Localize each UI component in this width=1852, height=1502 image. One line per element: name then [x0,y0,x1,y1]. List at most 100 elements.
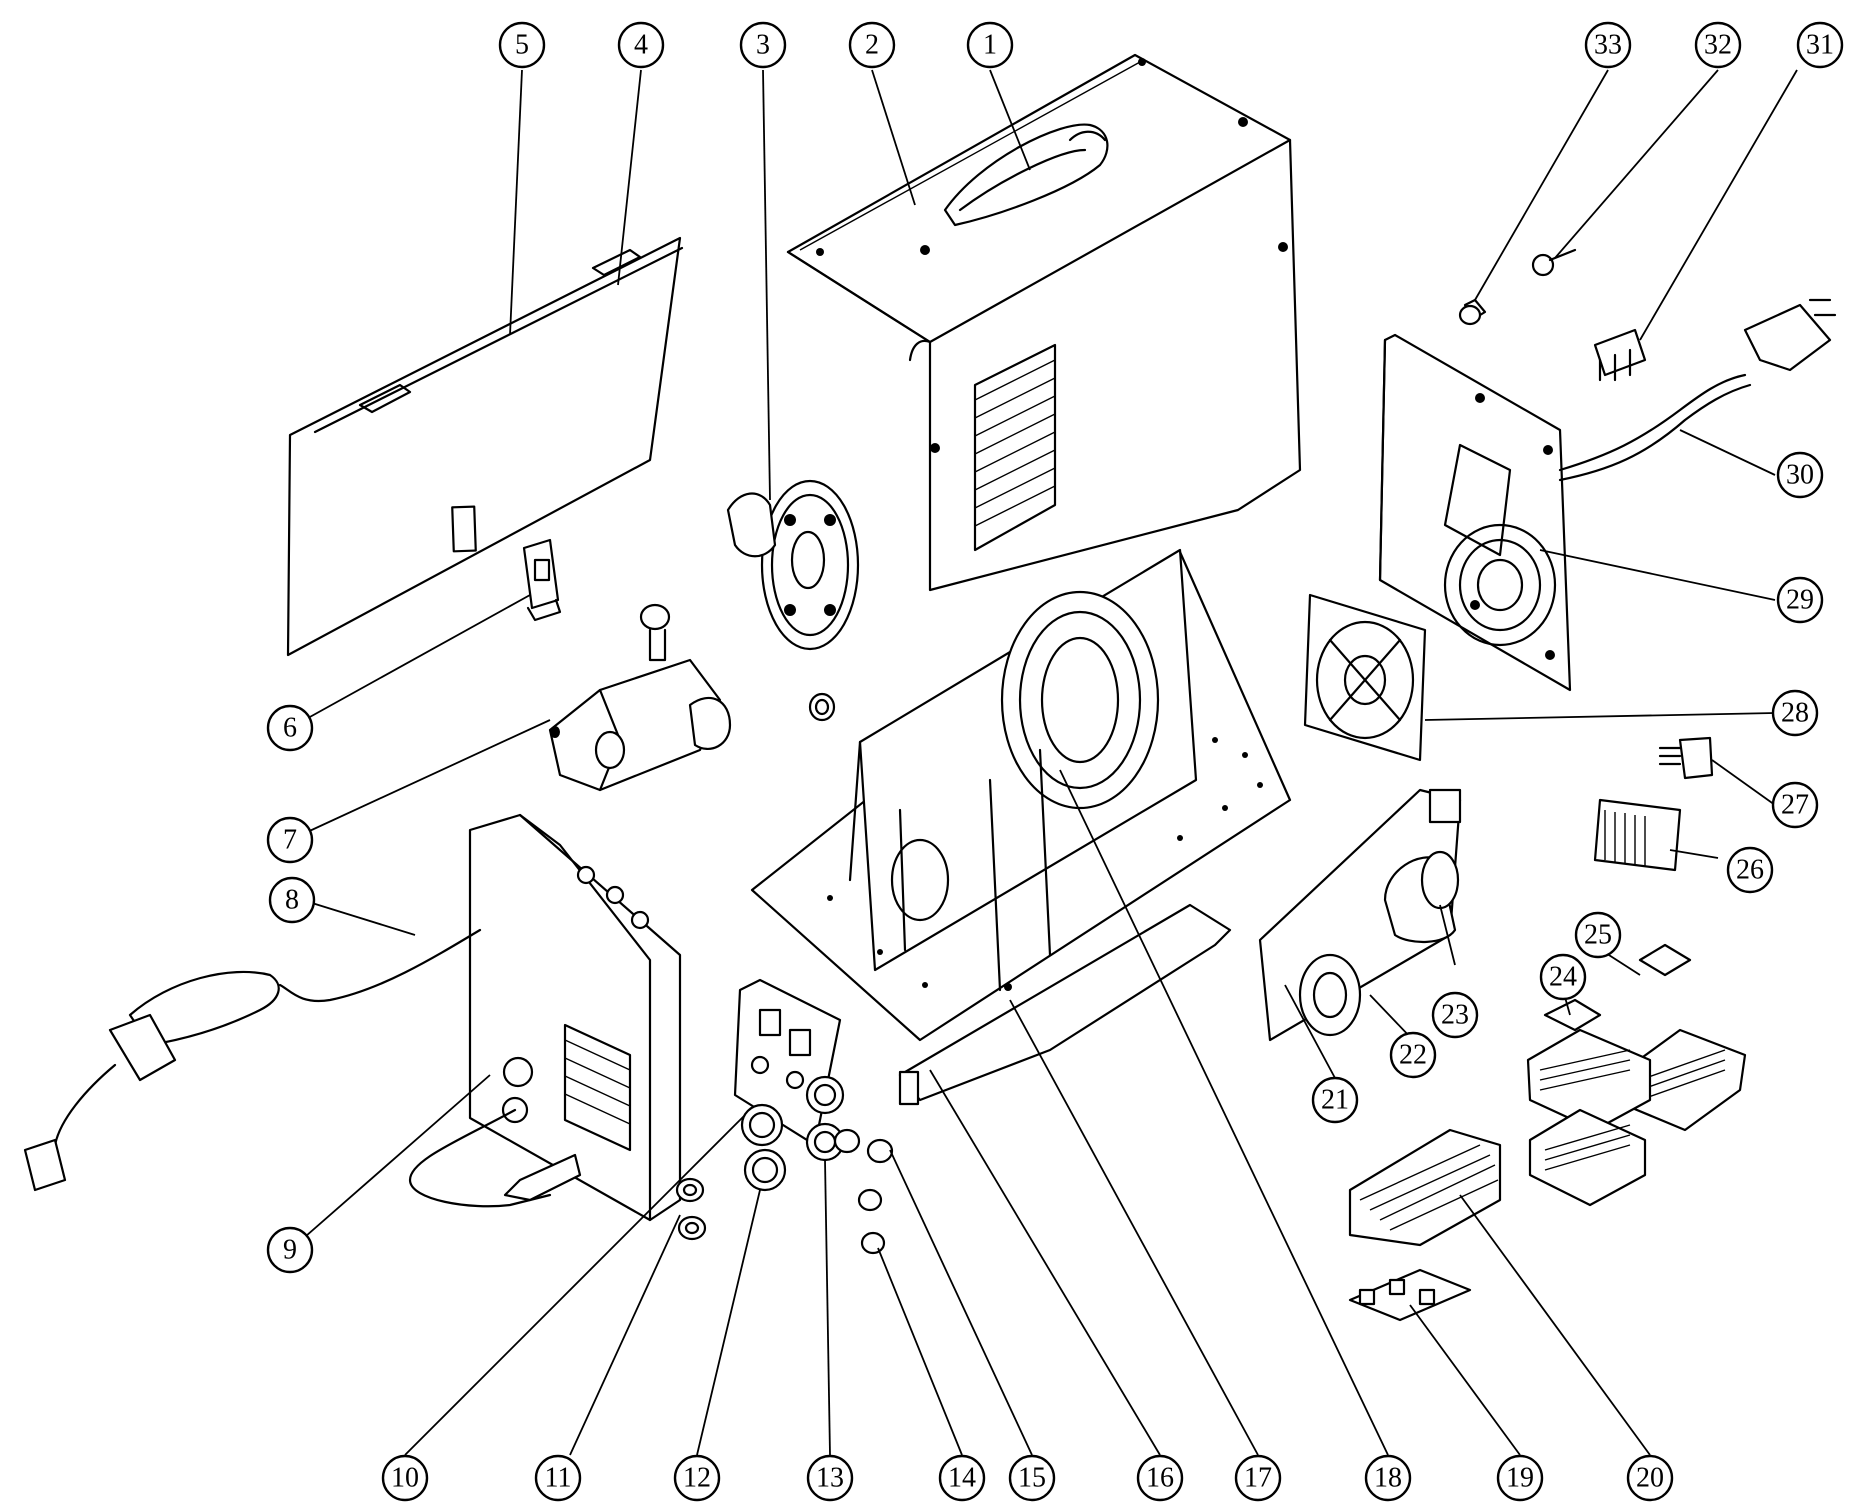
callout-number: 11 [545,1463,572,1494]
callout-number: 28 [1781,698,1809,729]
cable-gland-part [1458,298,1487,326]
leader-lines [289,69,1798,1456]
callout-circle [268,876,316,924]
callout-circle [1389,1031,1437,1079]
callout-circle [1584,21,1632,69]
callout-circle [1771,689,1819,737]
callout-circle [1008,1454,1056,1502]
callout-16: 16 [1136,1454,1184,1502]
callout-10: 10 [381,1454,429,1502]
callout-number: 23 [1441,1000,1469,1031]
callout-circle [498,21,546,69]
callout-circle [806,1454,854,1502]
callout-circle [673,1454,721,1502]
callout-15: 15 [1008,1454,1056,1502]
callout-11: 11 [534,1454,582,1502]
rectifier-part [1348,1268,1472,1322]
mig-torch-part [23,928,482,1192]
callout-number: 27 [1781,790,1809,821]
callout-number: 21 [1321,1085,1349,1116]
callout-17: 17 [1234,1454,1282,1502]
callout-number: 6 [283,713,297,744]
callout-circle [266,1226,314,1274]
spool-hub-part [726,479,860,651]
front-panel-part [408,813,682,1222]
callout-18: 18 [1364,1454,1412,1502]
callout-28: 28 [1771,689,1819,737]
callout-circle [1726,846,1774,894]
callout-circle [1234,1454,1282,1502]
callout-number: 20 [1636,1463,1664,1494]
callout-number: 26 [1736,855,1764,886]
callout-29: 29 [1776,576,1824,624]
callout-3: 3 [739,21,787,69]
callout-31: 31 [1796,21,1844,69]
callout-number: 25 [1584,920,1612,951]
callout-circle [1796,21,1844,69]
callout-number: 16 [1146,1463,1174,1494]
chassis-base-part [750,548,1292,1042]
callout-circle [534,1454,582,1502]
callout-number: 9 [283,1235,297,1266]
callout-number: 19 [1506,1463,1534,1494]
callout-circle [381,1454,429,1502]
callout-6: 6 [266,704,314,752]
callout-number: 2 [865,30,879,61]
callout-2: 2 [848,21,896,69]
cover-louvers [973,343,1057,552]
callout-number: 24 [1549,962,1577,993]
small-gear-part [808,692,836,722]
callout-20: 20 [1626,1454,1674,1502]
callout-19: 19 [1496,1454,1544,1502]
callout-5: 5 [498,21,546,69]
callout-number: 14 [948,1463,976,1494]
callout-number: 4 [634,30,648,61]
callout-circle [739,21,787,69]
callout-number: 1 [983,30,997,61]
callout-number: 30 [1786,460,1814,491]
switch-part [522,538,562,622]
power-cable-part [1558,298,1837,482]
callout-circle [1694,21,1742,69]
callout-number: 22 [1399,1040,1427,1071]
callout-1: 1 [966,21,1014,69]
callout-27: 27 [1771,781,1819,829]
callout-circle [1776,576,1824,624]
top-cover-part [786,53,1302,592]
fittings-parts [675,1075,894,1255]
callout-circle [266,704,314,752]
callout-number: 3 [756,30,770,61]
callout-number: 5 [515,30,529,61]
callout-number: 17 [1244,1463,1272,1494]
callout-21: 21 [1311,1076,1359,1124]
callout-number: 13 [816,1463,844,1494]
callout-circle [266,816,314,864]
callout-24: 24 [1539,953,1587,1001]
power-switch-part [1593,328,1647,382]
callout-number: 10 [391,1463,419,1494]
callout-circle [1496,1454,1544,1502]
callout-number: 29 [1786,585,1814,616]
callout-circle [1136,1454,1184,1502]
callout-25: 25 [1574,911,1622,959]
large-heatsink-part [1348,1128,1502,1247]
rear-panel-part [1378,333,1572,692]
callout-26: 26 [1726,846,1774,894]
main-pcb-part [1258,788,1462,1042]
callout-circle [1431,991,1479,1039]
callout-8: 8 [268,876,316,924]
callout-number: 15 [1018,1463,1046,1494]
fan-part [1303,593,1427,762]
callout-circle [848,21,896,69]
side-panel-part [286,236,684,657]
callout-circle [1626,1454,1674,1502]
callout-14: 14 [938,1454,986,1502]
callout-12: 12 [673,1454,721,1502]
callout-circle [1364,1454,1412,1502]
callout-circle [1311,1076,1359,1124]
callout-circle [966,21,1014,69]
callout-circle [1574,911,1622,959]
callout-number: 32 [1704,30,1732,61]
